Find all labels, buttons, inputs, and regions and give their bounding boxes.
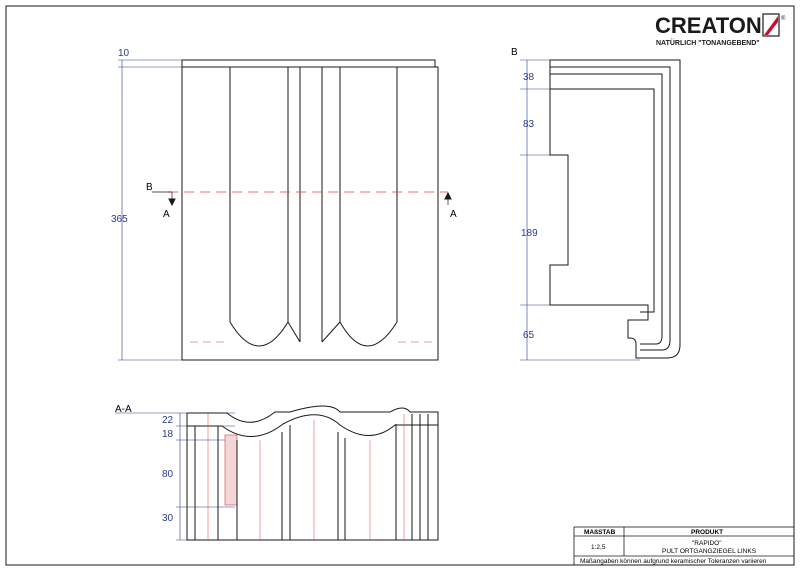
logo-slogan: NATÜRLICH "TONANGEBEND" <box>656 38 760 47</box>
top-width-dimension: 10 <box>118 48 130 59</box>
section-dimension-2: 18 <box>162 429 174 440</box>
sheet-frame <box>5 5 795 566</box>
section-dimension-3: 80 <box>162 469 174 480</box>
top-section-b-label: B <box>146 182 153 193</box>
product-header: PRODUKT <box>691 529 723 536</box>
top-height-dimension: 365 <box>111 214 128 225</box>
creaton-logo: CREATON ® NATÜRLICH "TONANGEBEND" <box>655 13 786 47</box>
side-dimension-3: 189 <box>521 228 538 239</box>
title-block <box>573 526 795 566</box>
top-view <box>118 59 452 361</box>
top-section-a-right-label: A <box>450 209 457 220</box>
product-name: "RAPIDO" <box>692 540 722 547</box>
section-view <box>115 405 439 541</box>
product-description: PULT ORTGANGZIEGEL LINKS <box>662 548 757 555</box>
tolerance-disclaimer: Maßangaben können aufgrund keramischer T… <box>580 558 767 565</box>
section-dimension-4: 30 <box>162 513 174 524</box>
logo-registered: ® <box>781 15 786 22</box>
side-view <box>520 59 681 361</box>
logo-brand: CREATON <box>655 13 762 38</box>
scale-value: 1:2,5 <box>591 544 606 551</box>
section-view-label: A-A <box>115 404 132 415</box>
side-dimension-1: 38 <box>523 72 535 83</box>
logo-stripe-icon <box>764 16 778 35</box>
logo-mark-icon <box>762 13 780 37</box>
side-view-label: B <box>511 47 518 58</box>
section-dimension-1: 22 <box>162 415 174 426</box>
top-section-a-left-label: A <box>163 209 170 220</box>
side-dimension-2: 83 <box>523 119 535 130</box>
side-dimension-4: 65 <box>523 330 535 341</box>
scale-header: MAßSTAB <box>584 529 616 536</box>
